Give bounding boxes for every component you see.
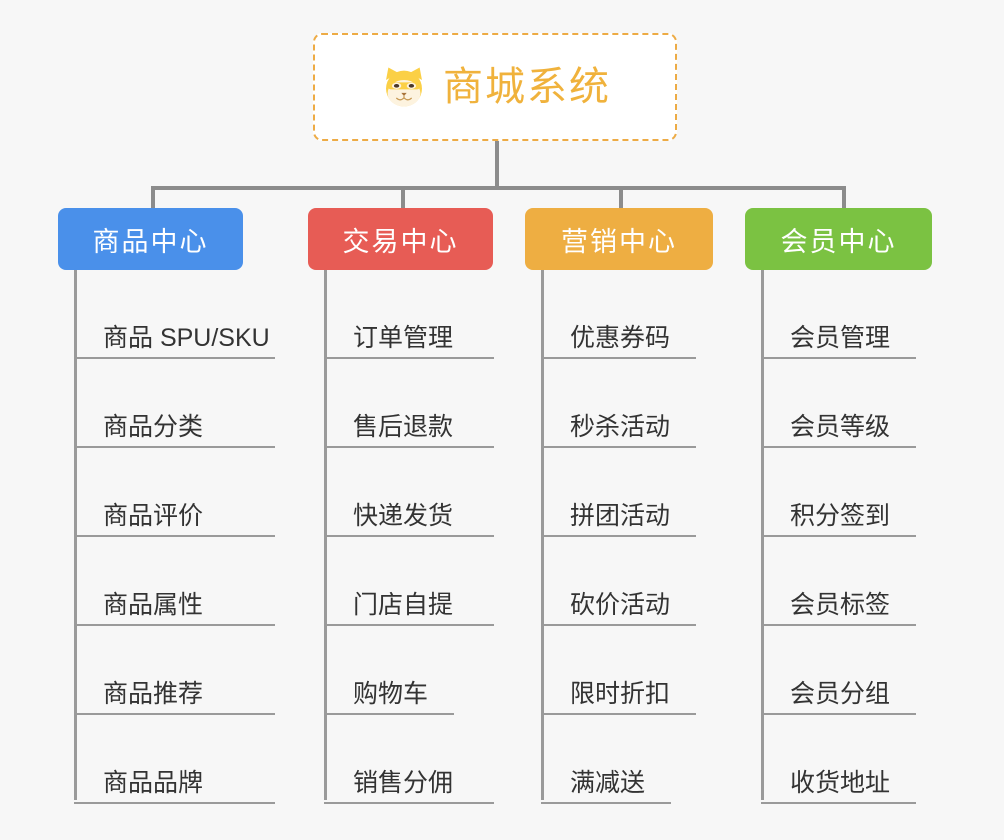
- leaf-label: 商品推荐: [103, 679, 204, 708]
- leaf-item[interactable]: 会员标签: [761, 537, 916, 626]
- leaf-label: 门店自提: [353, 590, 454, 619]
- leaf-list-product: 商品 SPU/SKU 商品分类 商品评价 商品属性 商品推荐 商品品牌: [74, 270, 275, 804]
- leaf-label: 商品 SPU/SKU: [103, 323, 270, 352]
- branch-header-trade[interactable]: 交易中心: [308, 208, 493, 270]
- leaf-label: 商品品牌: [103, 768, 204, 797]
- root-title: 商城系统: [443, 65, 611, 109]
- leaf-label: 会员等级: [790, 412, 891, 441]
- leaf-label: 秒杀活动: [570, 412, 671, 441]
- leaf-item[interactable]: 订单管理: [324, 270, 494, 359]
- leaf-item[interactable]: 会员管理: [761, 270, 916, 359]
- branch-header-label: 营销中心: [561, 226, 677, 257]
- leaf-label: 会员标签: [790, 590, 891, 619]
- leaf-label: 优惠券码: [570, 323, 671, 352]
- connector-drop-1: [401, 186, 405, 212]
- leaf-item[interactable]: 商品分类: [74, 359, 275, 448]
- leaf-label: 购物车: [353, 679, 429, 708]
- connector-root-stem: [495, 141, 499, 189]
- branch-header-product[interactable]: 商品中心: [58, 208, 243, 270]
- leaf-label: 订单管理: [353, 323, 454, 352]
- leaf-label: 商品分类: [103, 412, 204, 441]
- leaf-item[interactable]: 会员等级: [761, 359, 916, 448]
- leaf-label: 销售分佣: [353, 768, 454, 797]
- leaf-list-marketing: 优惠券码 秒杀活动 拼团活动 砍价活动 限时折扣 满减送: [541, 270, 696, 804]
- leaf-item[interactable]: 拼团活动: [541, 448, 696, 537]
- leaf-item[interactable]: 会员分组: [761, 626, 916, 715]
- leaf-label: 商品评价: [103, 501, 204, 530]
- leaf-item[interactable]: 销售分佣: [324, 715, 494, 804]
- leaf-label: 会员管理: [790, 323, 891, 352]
- root-node[interactable]: 商城系统: [313, 33, 677, 141]
- leaf-list-trade: 订单管理 售后退款 快递发货 门店自提 购物车 销售分佣: [324, 270, 494, 804]
- leaf-item[interactable]: 门店自提: [324, 537, 494, 626]
- leaf-item[interactable]: 购物车: [324, 626, 454, 715]
- leaf-item[interactable]: 砍价活动: [541, 537, 696, 626]
- branch-header-marketing[interactable]: 营销中心: [525, 208, 713, 270]
- leaf-label: 商品属性: [103, 590, 204, 619]
- shiba-inu-icon: [386, 67, 422, 107]
- leaf-item[interactable]: 秒杀活动: [541, 359, 696, 448]
- leaf-label: 收货地址: [790, 768, 891, 797]
- leaf-label: 限时折扣: [570, 679, 671, 708]
- leaf-item[interactable]: 售后退款: [324, 359, 494, 448]
- branch-header-label: 商品中心: [92, 226, 209, 257]
- branch-header-label: 交易中心: [342, 226, 459, 257]
- leaf-item[interactable]: 限时折扣: [541, 626, 696, 715]
- leaf-label: 会员分组: [790, 679, 891, 708]
- leaf-label: 砍价活动: [570, 590, 671, 619]
- connector-drop-3: [842, 186, 846, 212]
- leaf-item[interactable]: 快递发货: [324, 448, 494, 537]
- leaf-item[interactable]: 满减送: [541, 715, 671, 804]
- connector-drop-2: [619, 186, 623, 212]
- connector-trunk-bar: [151, 186, 846, 190]
- leaf-list-member: 会员管理 会员等级 积分签到 会员标签 会员分组 收货地址: [761, 270, 916, 804]
- leaf-item[interactable]: 商品推荐: [74, 626, 275, 715]
- leaf-item[interactable]: 商品 SPU/SKU: [74, 270, 275, 359]
- leaf-item[interactable]: 商品评价: [74, 448, 275, 537]
- leaf-item[interactable]: 优惠券码: [541, 270, 696, 359]
- leaf-label: 拼团活动: [570, 501, 671, 530]
- leaf-label: 售后退款: [353, 412, 454, 441]
- branch-header-member[interactable]: 会员中心: [745, 208, 932, 270]
- leaf-label: 满减送: [570, 768, 646, 797]
- branch-header-label: 会员中心: [780, 226, 897, 257]
- leaf-item[interactable]: 商品属性: [74, 537, 275, 626]
- leaf-item[interactable]: 积分签到: [761, 448, 916, 537]
- connector-drop-0: [151, 186, 155, 212]
- leaf-item[interactable]: 商品品牌: [74, 715, 275, 804]
- leaf-item[interactable]: 收货地址: [761, 715, 916, 804]
- leaf-label: 快递发货: [353, 501, 454, 530]
- leaf-label: 积分签到: [790, 501, 891, 530]
